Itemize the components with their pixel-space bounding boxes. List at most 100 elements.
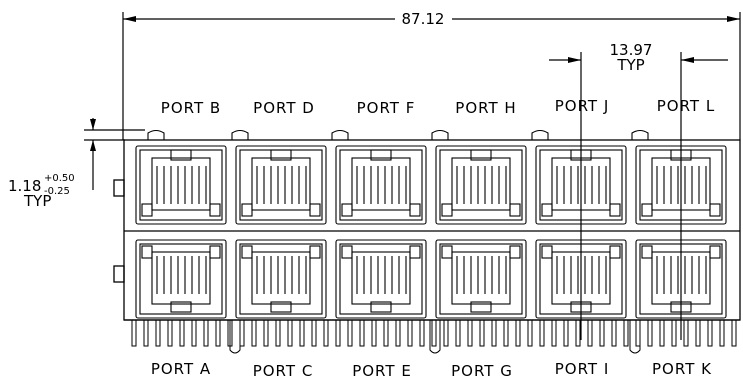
tab: [331, 129, 349, 140]
pin: [407, 319, 413, 347]
port-label-bottom: PORT G: [451, 362, 513, 378]
rj45-port: [335, 239, 427, 319]
pin: [215, 319, 221, 347]
pin: [191, 319, 197, 347]
port-label-top: PORT L: [657, 97, 715, 115]
offset-note: TYP: [23, 192, 51, 210]
arrow-pitch-left: [568, 57, 581, 63]
arrow-overall-right: [727, 16, 740, 22]
port-openings: [135, 145, 727, 319]
pin: [359, 319, 365, 347]
pitch-value: 13.97: [610, 41, 653, 59]
tab: [431, 129, 449, 140]
pin: [467, 319, 473, 347]
rj45-port: [435, 145, 527, 225]
port-label-top: PORT J: [555, 97, 610, 115]
port-label-top: PORT H: [455, 99, 516, 117]
top-tabs: [147, 129, 649, 140]
mounting-pins: [131, 319, 737, 354]
rj45-port: [635, 145, 727, 225]
pin: [455, 319, 461, 347]
pin: [371, 319, 377, 347]
offset-value: 1.18: [8, 177, 41, 195]
pin: [155, 319, 161, 347]
pin: [575, 319, 581, 347]
pin: [671, 319, 677, 347]
pin: [623, 319, 629, 347]
port-label-bottom: PORT C: [253, 362, 314, 378]
pin: [563, 319, 569, 347]
tab: [631, 129, 649, 140]
port-label-top: PORT D: [253, 99, 315, 117]
pin: [179, 319, 185, 347]
pin: [611, 319, 617, 347]
offset-tol-minus: -0.25: [44, 186, 70, 197]
pin: [263, 319, 269, 347]
pin: [299, 319, 305, 347]
rj45-port: [535, 145, 627, 225]
pitch-note: TYP: [616, 56, 644, 74]
connector-body: [113, 139, 741, 321]
rj45-port: [535, 239, 627, 319]
rj45-port: [235, 239, 327, 319]
pin: [503, 319, 509, 347]
tab: [231, 129, 249, 140]
pin: [587, 319, 593, 347]
pin: [323, 319, 329, 347]
pin: [347, 319, 353, 347]
pin: [431, 319, 437, 347]
pin: [539, 319, 545, 347]
port-label-top: PORT B: [161, 99, 221, 117]
arrow-overall-left: [123, 16, 136, 22]
pin: [527, 319, 533, 347]
pin: [599, 319, 605, 347]
pin: [251, 319, 257, 347]
pin: [143, 319, 149, 347]
rj45-port: [135, 239, 227, 319]
overall-width-value: 87.12: [402, 10, 445, 28]
arrow-pitch-right: [681, 57, 694, 63]
tab: [147, 129, 165, 140]
tab: [531, 129, 549, 140]
arrow-offset-top: [90, 119, 96, 130]
pin: [719, 319, 725, 347]
pin: [131, 319, 137, 347]
pin: [659, 319, 665, 347]
pin: [275, 319, 281, 347]
pin: [395, 319, 401, 347]
pin: [695, 319, 701, 347]
port-label-bottom: PORT I: [555, 360, 610, 378]
pin: [335, 319, 341, 347]
offset-tol-plus: +0.50: [44, 173, 75, 184]
pin: [203, 319, 209, 347]
peg: [429, 320, 441, 354]
rj45-port: [135, 145, 227, 225]
pin: [479, 319, 485, 347]
port-label-bottom: PORT A: [151, 360, 211, 378]
peg: [229, 320, 241, 354]
pin: [287, 319, 293, 347]
arrow-offset-bottom: [90, 140, 96, 151]
peg: [629, 320, 641, 354]
pin: [383, 319, 389, 347]
pin: [683, 319, 689, 347]
pin: [311, 319, 317, 347]
pin: [515, 319, 521, 347]
pin: [491, 319, 497, 347]
pin: [635, 319, 641, 347]
pin: [167, 319, 173, 347]
rj45-port: [335, 145, 427, 225]
pin: [419, 319, 425, 347]
pin: [239, 319, 245, 347]
pin: [731, 319, 737, 347]
rj45-port: [635, 239, 727, 319]
port-label-bottom: PORT E: [352, 362, 412, 378]
port-label-bottom: PORT K: [652, 360, 712, 378]
pin: [647, 319, 653, 347]
port-label-top: PORT F: [357, 99, 416, 117]
pin: [707, 319, 713, 347]
rj45-port: [435, 239, 527, 319]
rj45-port: [235, 145, 327, 225]
pin: [551, 319, 557, 347]
